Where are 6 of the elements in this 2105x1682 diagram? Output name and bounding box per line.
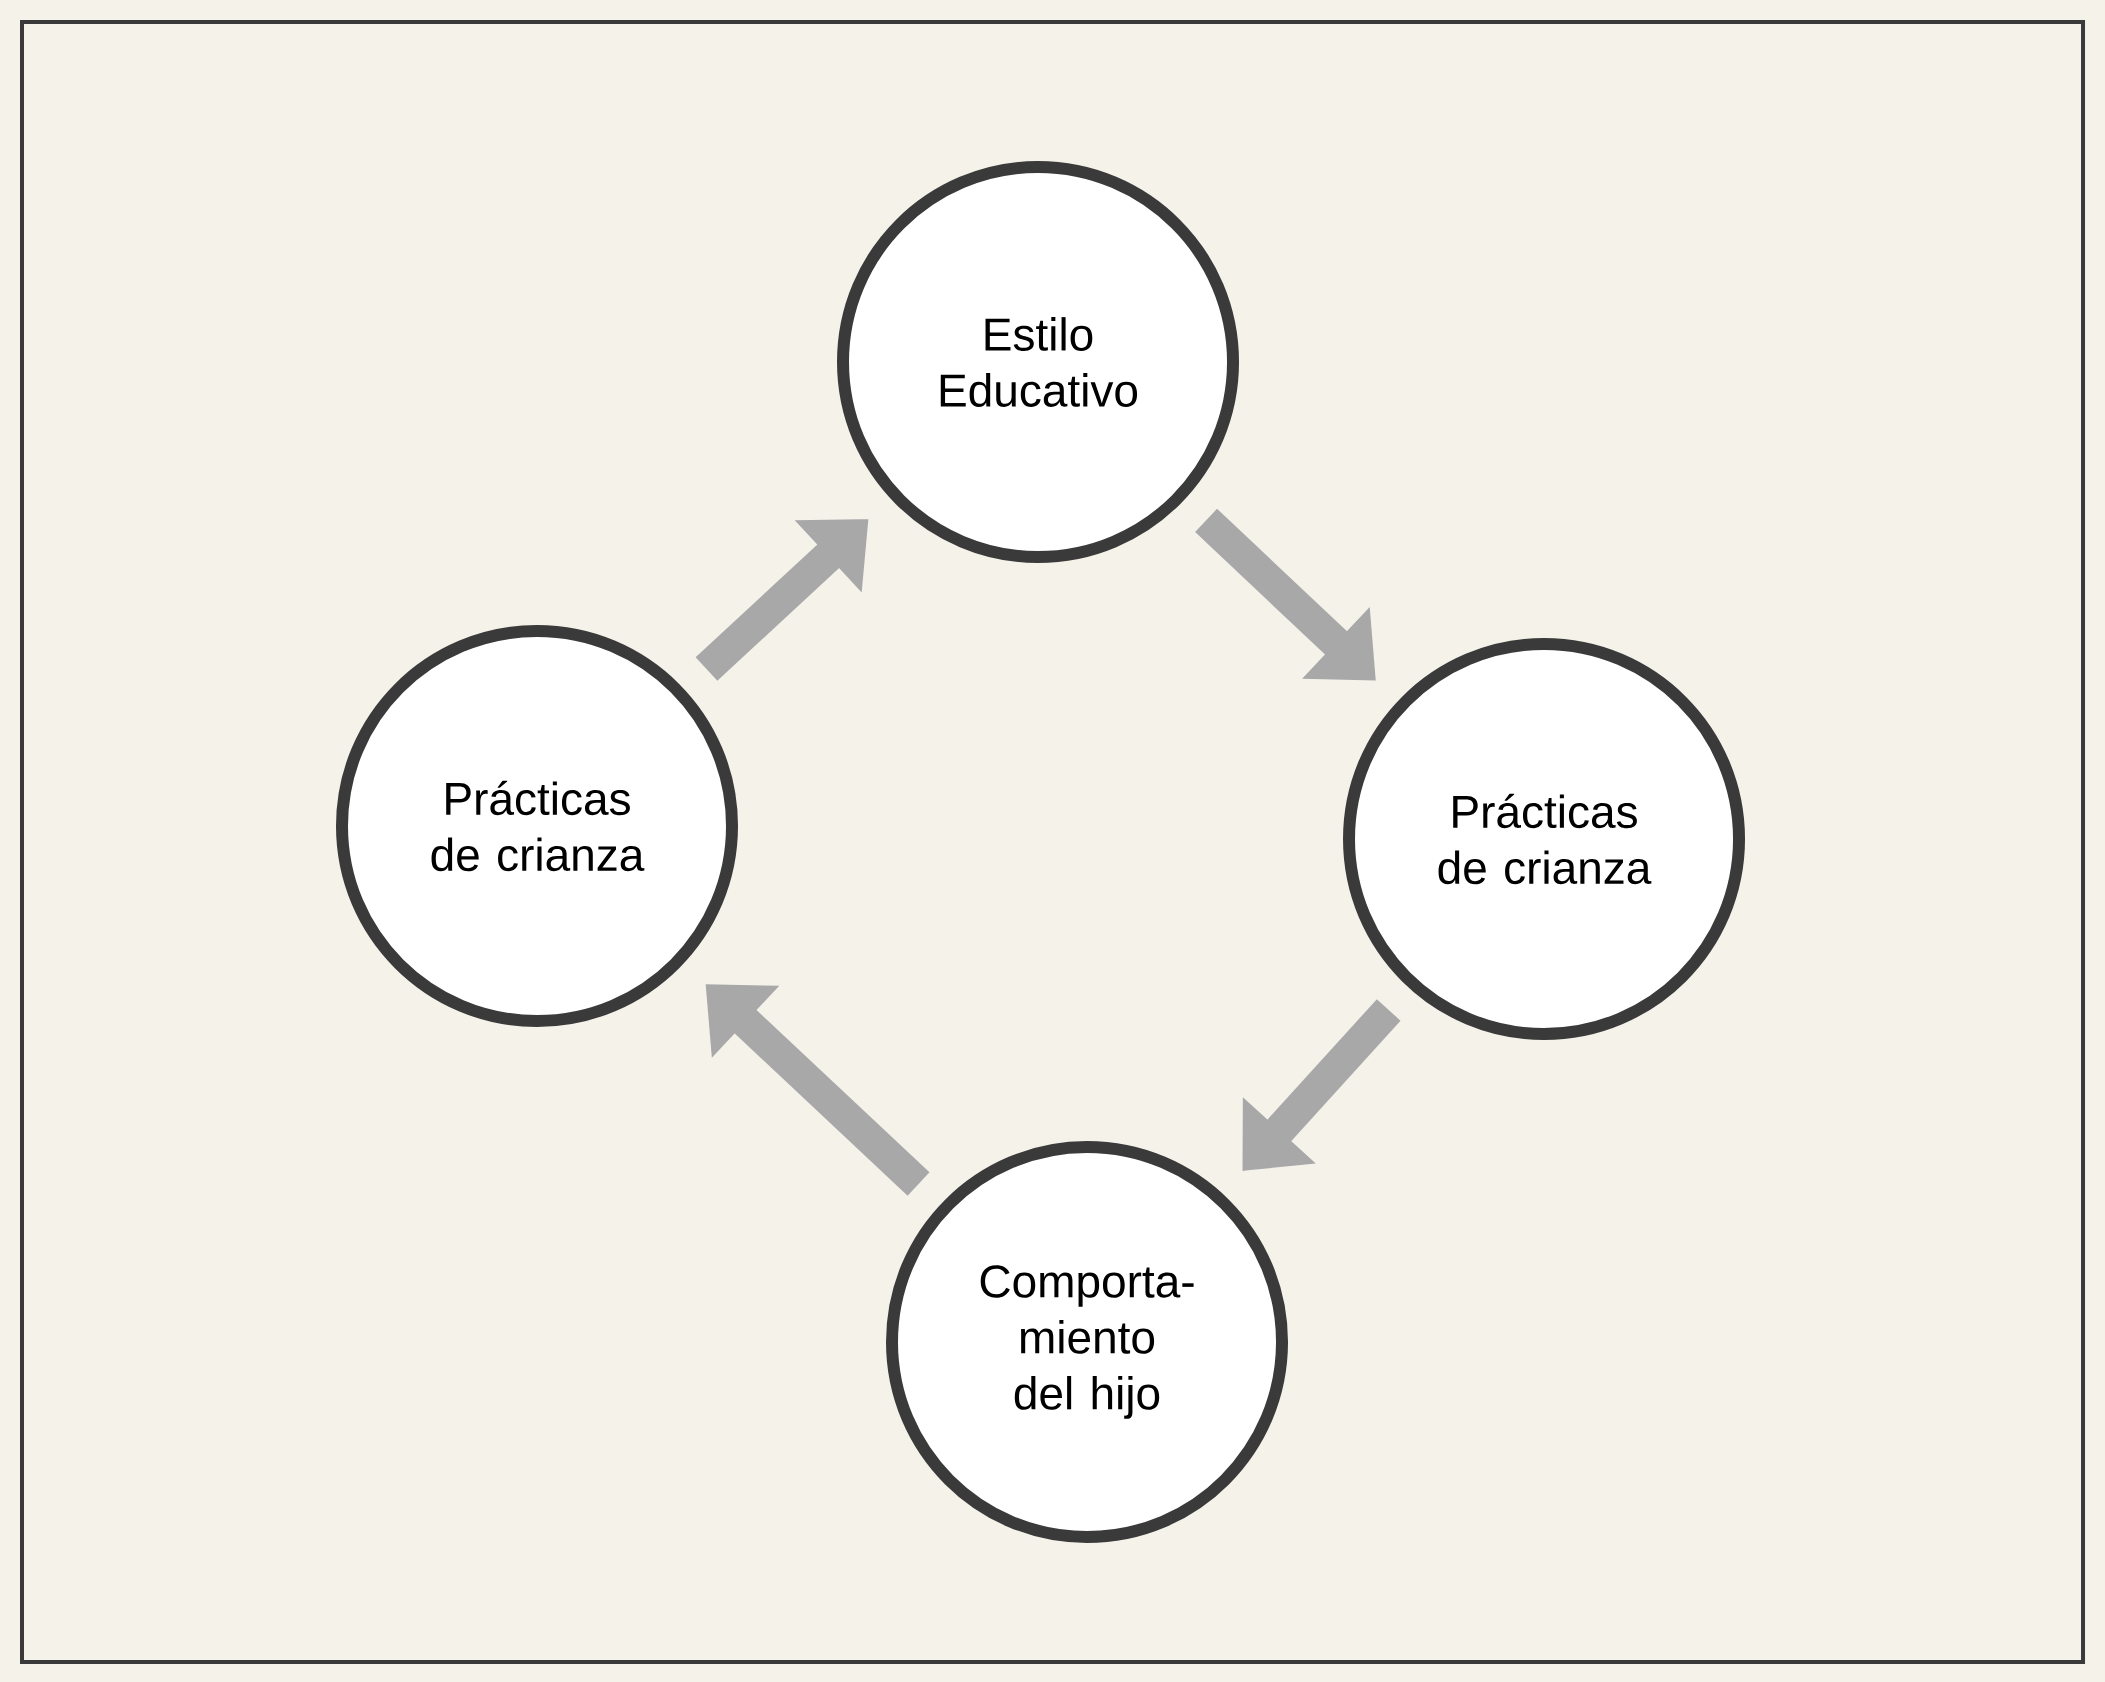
- block-arrow: [1195, 508, 1376, 681]
- circle-node: Prácticas de crianza: [336, 625, 738, 1027]
- block-arrow: [1242, 999, 1401, 1171]
- circle-node: Comporta-miento del hijo: [886, 1141, 1288, 1543]
- circle-node: Estilo Educativo: [837, 161, 1239, 563]
- circle-node: Prácticas de crianza: [1343, 638, 1745, 1040]
